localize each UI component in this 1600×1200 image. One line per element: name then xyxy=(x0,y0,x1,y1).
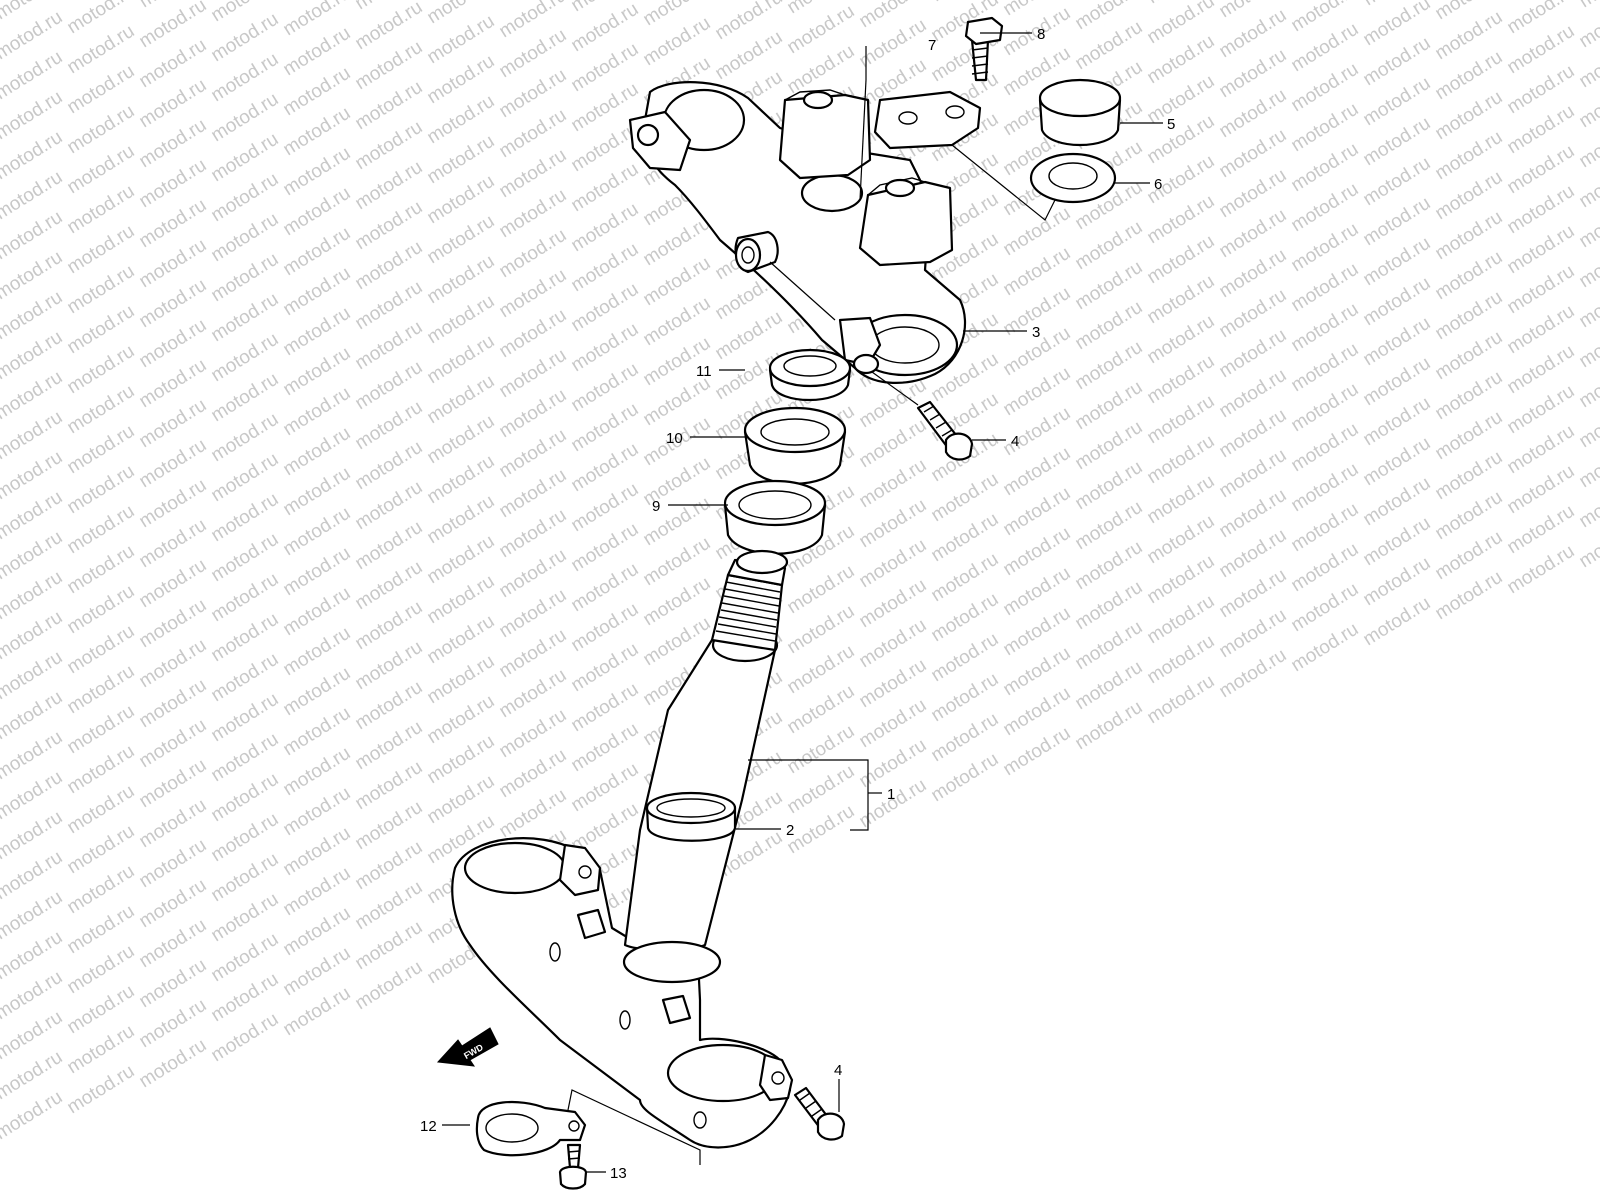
callout-1: 1 xyxy=(887,786,895,803)
upper-bracket[interactable] xyxy=(628,81,967,384)
washer[interactable] xyxy=(1029,152,1117,204)
callout-5: 5 xyxy=(1167,116,1175,133)
watermark-text: motod.ru xyxy=(1576,0,1600,12)
stem-head-nut[interactable] xyxy=(1038,78,1122,146)
callout-12: 12 xyxy=(420,1118,437,1135)
callout-4-lower: 4 xyxy=(834,1062,842,1079)
holder-bolt[interactable] xyxy=(964,16,1004,82)
callout-9: 9 xyxy=(652,498,660,515)
dust-seal[interactable] xyxy=(645,791,737,842)
callout-leaders xyxy=(442,32,1163,1173)
callout-11: 11 xyxy=(696,363,712,380)
handlebar-holder[interactable] xyxy=(859,79,1056,221)
callout-10: 10 xyxy=(666,430,683,447)
hose-clamp[interactable] xyxy=(475,1089,701,1165)
callout-8: 8 xyxy=(1037,26,1045,43)
clamp-screw[interactable] xyxy=(558,1143,588,1190)
callout-2: 2 xyxy=(786,822,794,839)
callout-13: 13 xyxy=(610,1165,627,1182)
fwd-arrow-icon: FWD xyxy=(436,1027,499,1067)
clamp-bolt-upper[interactable] xyxy=(871,371,974,461)
bearing-race[interactable] xyxy=(743,406,847,485)
callout-7: 7 xyxy=(928,37,936,54)
stem-lock-nut[interactable] xyxy=(768,348,852,401)
clamp-bolt-lower[interactable] xyxy=(793,1086,846,1141)
callout-3: 3 xyxy=(1032,324,1040,341)
callout-4-upper: 4 xyxy=(1011,433,1019,450)
callout-6: 6 xyxy=(1154,176,1162,193)
bearing[interactable] xyxy=(723,479,827,555)
callout-labels: 1 2 3 4 4 5 6 7 8 9 10 11 12 13 xyxy=(420,26,1175,1182)
